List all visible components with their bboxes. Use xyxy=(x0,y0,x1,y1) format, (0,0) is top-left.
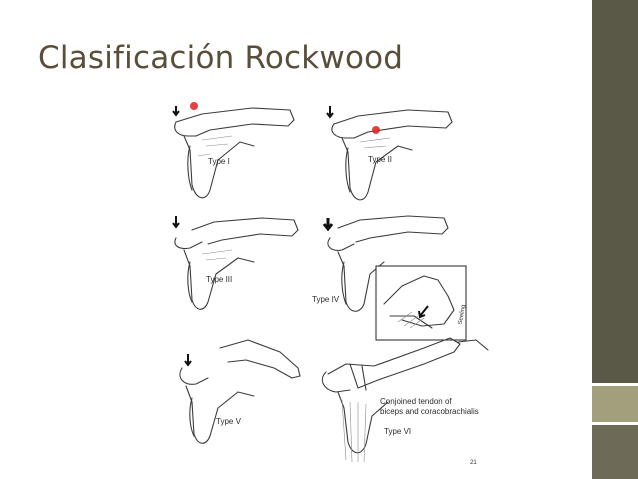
slide-title: Clasificación Rockwood xyxy=(38,40,404,76)
arrow-icon xyxy=(326,106,334,119)
rockwood-drawing: Type I Type II Type III xyxy=(172,102,489,466)
type-1-diagram: Type I xyxy=(172,102,295,199)
arrow-icon xyxy=(184,354,192,367)
label-type-6: Type VI xyxy=(384,427,411,436)
label-type-4: Type IV xyxy=(312,295,340,304)
type-3-diagram: Type III xyxy=(172,216,299,310)
artist-signature: Seeling xyxy=(458,304,467,325)
label-type-2: Type II xyxy=(368,155,392,164)
arrow-icon xyxy=(172,216,180,229)
type-4-diagram: Type IV Seeling xyxy=(312,215,467,341)
arrow-icon xyxy=(418,305,429,319)
side-block-dark xyxy=(592,0,638,383)
injury-marker-icon xyxy=(190,102,198,110)
type-6-diagram: Conjoined tendon of biceps and coracobra… xyxy=(321,337,489,466)
arrow-icon xyxy=(172,106,180,117)
label-tendon-line-1: Conjoined tendon of xyxy=(380,397,452,406)
rockwood-classification-illustration: Type I Type II Type III xyxy=(162,90,492,470)
label-type-5: Type V xyxy=(216,417,242,426)
label-type-1: Type I xyxy=(208,157,230,166)
label-tendon-line-2: biceps and coracobrachialis xyxy=(380,407,479,416)
label-type-3: Type III xyxy=(206,275,232,284)
injury-marker-icon xyxy=(372,126,380,134)
page-mark: 21 xyxy=(470,460,477,466)
side-block-mid xyxy=(592,425,638,479)
type-5-diagram: Type V xyxy=(179,339,301,444)
type-2-diagram: Type II xyxy=(326,106,453,201)
side-block-light xyxy=(592,386,638,422)
arrow-icon xyxy=(322,218,334,232)
